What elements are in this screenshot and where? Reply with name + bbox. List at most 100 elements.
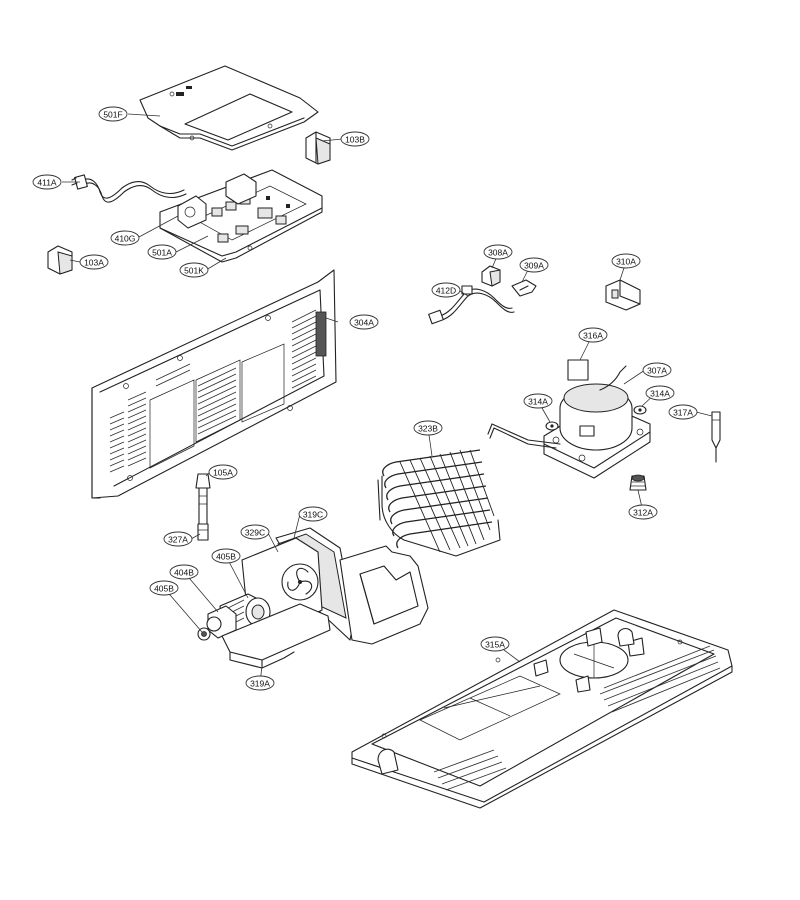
callout-404b: 404B — [169, 564, 199, 580]
callout-bubble — [611, 253, 641, 269]
callout-bubble — [149, 580, 179, 596]
callout-309a: 309A — [519, 257, 549, 273]
part-315a-base-pan — [351, 609, 733, 809]
callout-310a: 310A — [611, 253, 641, 269]
part-411a-power-cord — [71, 174, 187, 203]
callout-bubble — [169, 564, 199, 580]
callout-bubble — [668, 404, 698, 420]
callout-304a: 304A — [349, 314, 379, 330]
callout-501k: 501K — [179, 262, 209, 278]
callout-bubble — [79, 254, 109, 270]
callout-label: 319C — [303, 510, 323, 520]
callout-bubble — [208, 464, 238, 480]
callout-312a: 312A — [628, 504, 658, 520]
callout-label: 103A — [84, 258, 104, 268]
callout-label: 314A — [650, 389, 670, 399]
callout-bubble — [349, 314, 379, 330]
part-319a-base — [221, 603, 331, 669]
part-323b-condenser — [377, 423, 561, 557]
callout-bubble — [211, 548, 241, 564]
callout-315a: 315A — [480, 636, 510, 652]
callout-label: 329C — [245, 528, 265, 538]
callout-405b-left: 405B — [149, 580, 179, 596]
callout-bubble — [298, 506, 328, 522]
part-105a-drain-tube — [195, 473, 211, 525]
callout-314a-right: 314A — [645, 385, 675, 401]
callout-307a: 307A — [642, 362, 672, 378]
part-314a-grommet-left — [545, 421, 559, 431]
part-412d-harness — [428, 285, 515, 325]
callout-label: 405B — [154, 584, 174, 594]
callout-103b: 103B — [340, 131, 370, 147]
callout-label: 310A — [616, 257, 636, 267]
callout-314a-left: 314A — [523, 393, 553, 409]
callout-bubble — [340, 131, 370, 147]
callout-329c: 329C — [240, 524, 270, 540]
part-304a-rear-panel — [91, 269, 337, 499]
callout-319a: 319A — [245, 675, 275, 691]
callout-label: 314A — [528, 397, 548, 407]
callout-label: 405B — [216, 552, 236, 562]
callout-label: 319A — [250, 679, 270, 689]
part-327a-hose — [197, 523, 209, 541]
callout-bubble — [480, 636, 510, 652]
part-310a-connector — [605, 279, 641, 311]
callout-label: 315A — [485, 640, 505, 650]
callout-label: 404B — [174, 568, 194, 578]
callout-label: 323B — [418, 424, 438, 434]
callout-bubble — [431, 282, 461, 298]
part-103a-clip — [47, 245, 73, 275]
callout-323b: 323B — [413, 420, 443, 436]
callout-316a: 316A — [578, 327, 608, 343]
callout-label: 304A — [354, 318, 374, 328]
callout-label: 501A — [152, 248, 172, 258]
callout-bubble — [483, 244, 513, 260]
callout-bubble — [245, 675, 275, 691]
part-316a-cover — [567, 359, 589, 381]
callout-327a: 327A — [163, 531, 193, 547]
part-309a-bracket — [511, 279, 537, 297]
callout-label: 501F — [103, 110, 122, 120]
callout-317a: 317A — [668, 404, 698, 420]
callout-308a: 308A — [483, 244, 513, 260]
callout-label: 411A — [37, 178, 57, 188]
callout-label: 501K — [184, 266, 204, 276]
callout-bubble — [628, 504, 658, 520]
callout-103a: 103A — [79, 254, 109, 270]
callout-bubble — [179, 262, 209, 278]
callout-bubble — [645, 385, 675, 401]
callout-319c: 319C — [298, 506, 328, 522]
callout-412d: 412D — [431, 282, 461, 298]
callout-label: 410G — [115, 234, 136, 244]
callout-bubble — [110, 230, 140, 246]
callout-label: 327A — [168, 535, 188, 545]
callout-label: 307A — [647, 366, 667, 376]
part-501a-control-board — [159, 169, 323, 263]
callout-105a: 105A — [208, 464, 238, 480]
callout-bubble — [413, 420, 443, 436]
callout-bubble — [642, 362, 672, 378]
part-307a-compressor — [543, 365, 651, 479]
callout-bubble — [240, 524, 270, 540]
callout-label: 316A — [583, 331, 603, 341]
callout-411a: 411A — [32, 174, 62, 190]
callout-bubble — [32, 174, 62, 190]
callout-label: 308A — [488, 248, 508, 258]
callout-bubble — [98, 106, 128, 122]
callout-bubble — [523, 393, 553, 409]
callout-layer: 501F 103B 411A 410G 501A 501K 103A 308A 309A 310A… — [32, 106, 698, 691]
callout-label: 105A — [213, 468, 233, 478]
callout-label: 103B — [345, 135, 365, 145]
part-103b-clip — [305, 131, 331, 165]
callout-405b-top: 405B — [211, 548, 241, 564]
callout-bubble — [578, 327, 608, 343]
part-501f-cover — [139, 65, 319, 151]
part-308a-relay — [481, 265, 501, 287]
callout-label: 312A — [633, 508, 653, 518]
callout-label: 412D — [436, 286, 456, 296]
callout-bubble — [519, 257, 549, 273]
part-317a-sensor — [711, 411, 721, 463]
callout-501f: 501F — [98, 106, 128, 122]
